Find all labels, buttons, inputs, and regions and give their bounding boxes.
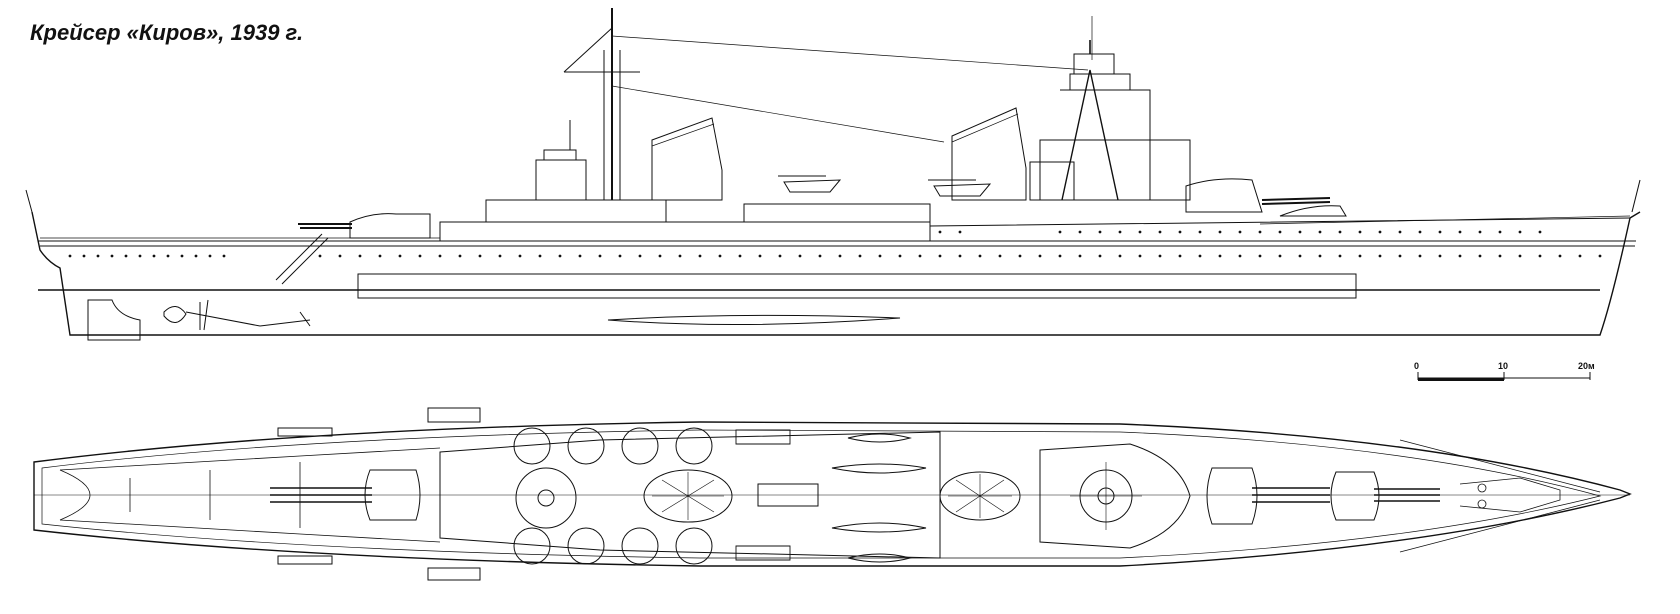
side-profile-view	[26, 8, 1640, 340]
deck-outline	[34, 422, 1630, 566]
forward-turret-1-plan	[1331, 472, 1440, 520]
armor-belt	[358, 274, 1356, 298]
aft-deck-lattice	[60, 448, 440, 542]
forward-turret-2	[1186, 179, 1330, 212]
deck-inner-edge	[42, 430, 1600, 558]
scale-tick-20: 20м	[1578, 361, 1595, 371]
drawing-title: Крейсер «Киров», 1939 г.	[30, 20, 304, 45]
aft-director-plan	[516, 468, 576, 528]
deck-railing	[40, 216, 1630, 238]
bow-jackstaff	[1632, 180, 1640, 212]
aft-main-turret	[298, 214, 430, 238]
stern-ensign-staff	[26, 190, 32, 212]
forward-turret-1	[1280, 206, 1346, 216]
aft-director-tower	[536, 120, 586, 200]
plan-view	[34, 408, 1630, 580]
fore-funnel-plan	[940, 472, 1020, 520]
bridge-plan	[1040, 444, 1190, 548]
side-platforms	[278, 408, 480, 580]
aft-deckhouse	[486, 200, 666, 222]
boats	[758, 434, 926, 562]
foremast-tower	[1030, 40, 1190, 200]
rigging-wires	[612, 16, 1092, 142]
torpedo-tubes	[736, 430, 790, 560]
aft-funnel	[652, 118, 722, 200]
scale-bar: 0 10 20м	[1414, 361, 1595, 381]
aft-main-turret-plan	[270, 470, 420, 520]
forecastle-details	[1400, 440, 1600, 552]
scale-tick-10: 10	[1498, 361, 1508, 371]
aa-gun-tubs	[514, 428, 712, 564]
aft-funnel-plan	[644, 470, 732, 522]
aft-superstructure	[440, 222, 930, 241]
fore-funnel	[952, 108, 1026, 200]
seaplane-fore	[928, 180, 990, 196]
catapult-deck	[744, 204, 930, 222]
seaplane-aft	[778, 176, 840, 192]
scale-tick-0: 0	[1414, 361, 1419, 371]
rudder-and-propeller	[88, 300, 310, 340]
forward-turret-2-plan	[1207, 468, 1330, 524]
bilge-keel	[608, 315, 900, 324]
mainmast	[564, 8, 640, 200]
forecastle-step	[930, 218, 1630, 241]
accommodation-ladder	[276, 234, 328, 284]
portholes	[68, 230, 1602, 258]
aft-superstructure-plan	[440, 432, 940, 558]
hull-outline	[32, 212, 1640, 335]
